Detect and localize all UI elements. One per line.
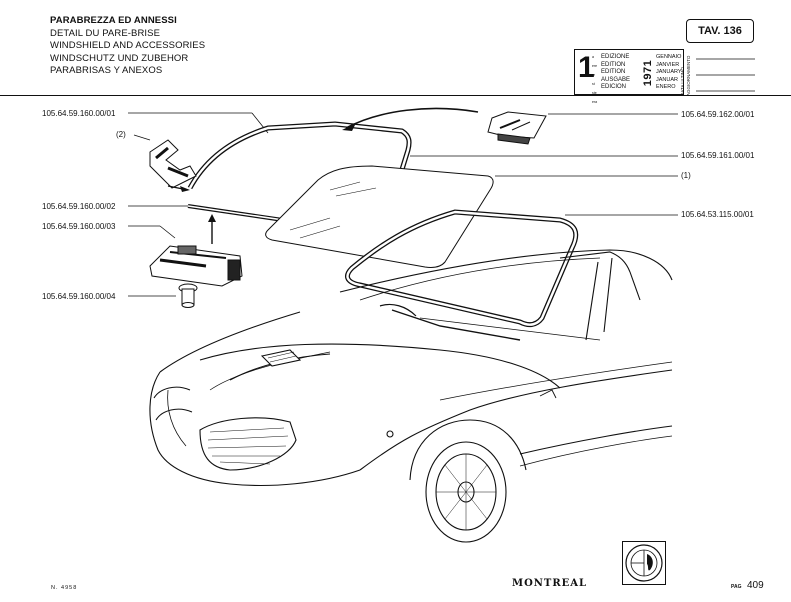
edition-ordinal: re bbox=[592, 73, 596, 77]
arrow-head bbox=[342, 123, 356, 131]
clip-bracket-icon bbox=[149, 245, 243, 287]
title-french: DETAIL DU PARE-BRISE bbox=[50, 27, 161, 39]
title-german: WINDSCHUTZ UND ZUBEHOR bbox=[50, 52, 189, 64]
edition-number: 1 bbox=[578, 51, 595, 84]
edition-ordinal: a bbox=[592, 55, 594, 59]
edition-word: EDIZIONE bbox=[601, 54, 630, 60]
callout-part-162-01: 105.64.59.162.00/01 bbox=[681, 110, 755, 119]
alfa-romeo-logo-icon bbox=[622, 541, 666, 585]
edition-word: EDITION bbox=[601, 69, 626, 76]
callout-ref-2: (2) bbox=[116, 130, 126, 139]
callout-part-160-02: 105.64.59.160.00/02 bbox=[42, 202, 116, 211]
edition-month: JANVIER bbox=[656, 61, 680, 68]
rivet-icon bbox=[178, 283, 198, 308]
arrow-head bbox=[180, 186, 190, 192]
leader-line bbox=[133, 134, 151, 141]
edition-word: EDICION bbox=[601, 84, 627, 91]
model-brand: MONTREAL bbox=[512, 578, 588, 589]
edition-month: JANUAR bbox=[656, 76, 679, 83]
callout-part-160-04: 105.64.59.160.00/04 bbox=[42, 292, 116, 301]
page-titles: PARABREZZA ED ANNESSI DETAIL DU PARE-BRI… bbox=[50, 15, 205, 78]
car-illustration-icon bbox=[149, 249, 673, 543]
edition-months: GENNAIO JANVIER JANUARY JANUAR ENERO bbox=[656, 54, 682, 92]
page-number: 409 bbox=[747, 580, 764, 591]
edition-ordinal: era bbox=[592, 100, 598, 104]
page-label: PAG bbox=[731, 584, 742, 590]
arrow-to-frame bbox=[345, 107, 479, 129]
edition-ordinal: ere bbox=[592, 64, 598, 68]
edition-number-labels: a ere re st ste era bbox=[592, 53, 597, 107]
header-rule bbox=[0, 95, 791, 96]
edition-word: EDITION bbox=[601, 61, 626, 68]
callout-part-115-01: 105.64.53.115.00/01 bbox=[681, 210, 754, 219]
title-spanish: PARABRISAS Y ANEXOS bbox=[50, 65, 163, 76]
edition-month: ENERO bbox=[656, 84, 676, 91]
callout-part-160-03: 105.64.59.160.00/03 bbox=[42, 222, 116, 231]
arrow-head bbox=[208, 214, 216, 222]
edition-ordinal: st bbox=[592, 82, 595, 86]
edition-frame bbox=[574, 49, 684, 95]
table-label: TAV. 136 bbox=[686, 19, 754, 43]
gasket-corner-icon bbox=[149, 139, 197, 189]
leader-line bbox=[159, 225, 176, 239]
callout-ref-1: (1) bbox=[681, 171, 691, 180]
corner-trim-icon bbox=[487, 111, 547, 145]
edition-box: 1 a ere re st ste era EDIZIONE EDITION E… bbox=[574, 49, 684, 104]
edition-month: JANUARY bbox=[656, 69, 682, 76]
callout-part-160-01: 105.64.59.160.00/01 bbox=[42, 109, 116, 118]
edition-month: GENNAIO bbox=[656, 54, 682, 60]
title-english: WINDSHIELD AND ACCESSORIES bbox=[50, 40, 206, 51]
document-number: N. 4958 bbox=[51, 585, 78, 591]
edition-word: AUSGABE bbox=[601, 76, 631, 83]
edition-ordinal: ste bbox=[592, 91, 597, 95]
windshield-glass-icon bbox=[265, 165, 494, 268]
edition-words: EDIZIONE EDITION EDITION AUSGABE EDICION bbox=[601, 54, 630, 92]
title-italian: PARABREZZA ED ANNESSI bbox=[50, 15, 177, 26]
callout-part-161-01: 105.64.59.161.00/01 bbox=[681, 151, 755, 160]
windshield-gasket-icon bbox=[345, 209, 579, 328]
